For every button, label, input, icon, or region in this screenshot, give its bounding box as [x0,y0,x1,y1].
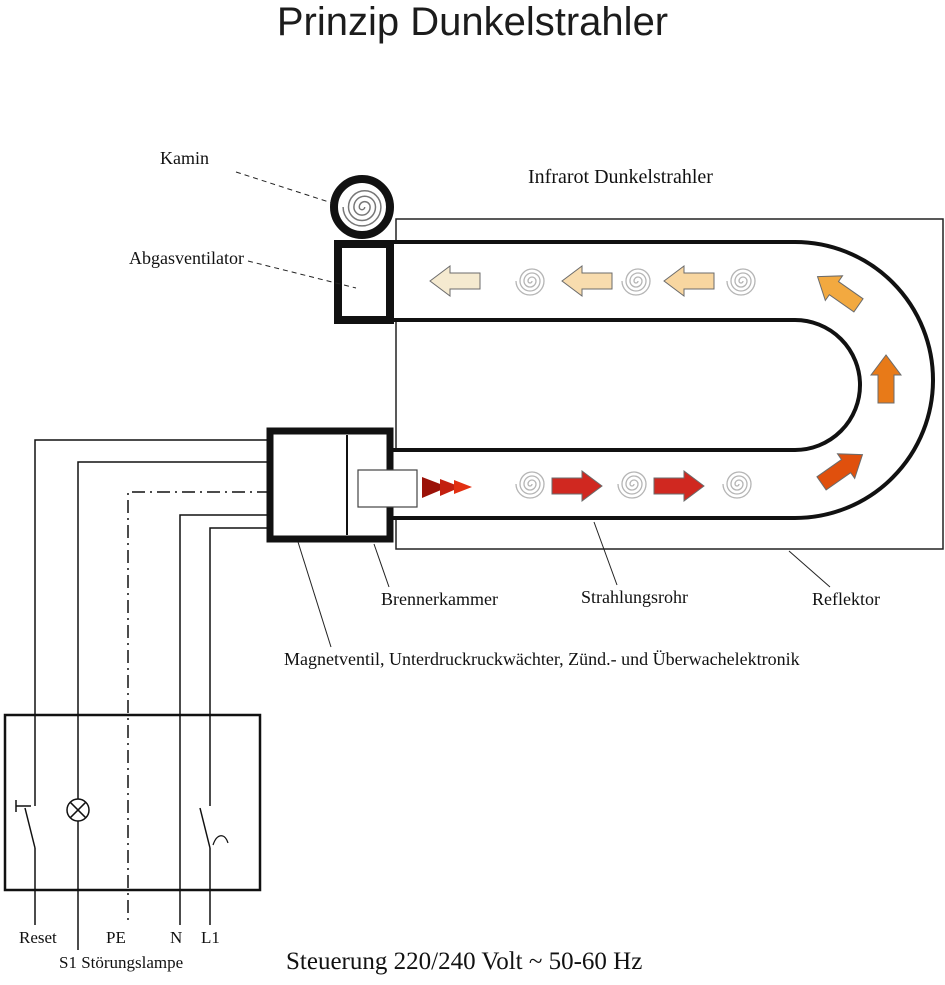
label-l1: L1 [201,928,220,947]
wire-reset [34,439,270,806]
flow-arrows-top [429,265,902,491]
page-title: Prinzip Dunkelstrahler [276,0,669,44]
flow-arrow-left-icon [561,265,613,297]
burner-nozzle [357,469,418,508]
leader-abgas [247,260,357,289]
leader-magnetventil [297,541,332,648]
fault-lamp-icon [66,798,90,822]
label-brennerkammer: Brennerkammer [381,589,498,609]
leader-brennerkammer [373,543,390,588]
flame-icon [422,477,472,498]
wire-pe [127,491,270,925]
label-reset: Reset [19,928,57,947]
label-reflektor: Reflektor [812,589,880,609]
reset-switch-blade [24,807,36,849]
flow-arrow-bend-top-icon [816,275,864,313]
label-abgasventilator: Abgasventilator [129,248,244,268]
radiant-tube [388,240,935,520]
flow-arrow-left-icon [663,265,715,297]
l1-switch-blade [199,807,211,849]
flow-arrow-bend-bottom-icon [816,453,864,491]
flow-arrow-right-icon [653,470,705,502]
leader-reflektor [788,550,831,588]
flame-segment [454,480,472,494]
leader-lines [235,171,831,648]
flow-arrow-up-icon [870,354,902,404]
leader-strahlungsrohr [593,521,618,586]
lamp-cross [69,801,87,819]
label-pe: PE [106,928,126,947]
wire-l1 [209,527,270,806]
flame-segment [440,479,461,496]
flame-segment [422,477,448,498]
exhaust-fan-box [334,240,394,324]
wire-lamp [77,461,270,799]
wiring [15,439,270,950]
label-magnetventil: Magnetventil, Unterdruckruckwächter, Zün… [284,649,800,669]
label-s1-stoerungslampe: S1 Störungslampe [59,953,184,972]
label-steuerung: Steuerung 220/240 Volt ~ 50-60 Hz [286,948,643,975]
control-box [3,713,262,892]
leader-kamin [235,171,333,204]
label-strahlungsrohr: Strahlungsrohr [581,587,688,607]
wire-n [179,514,270,925]
flow-arrow-right-icon [551,470,603,502]
label-n: N [170,928,183,947]
chimney-circle [330,175,394,239]
label-kamin: Kamin [160,148,209,168]
l1-switch-coil-icon [212,835,229,846]
flow-arrow-left-icon [429,265,481,297]
label-infrarot: Infrarot Dunkelstrahler [528,166,713,188]
flow-arrows-bottom [551,470,705,502]
